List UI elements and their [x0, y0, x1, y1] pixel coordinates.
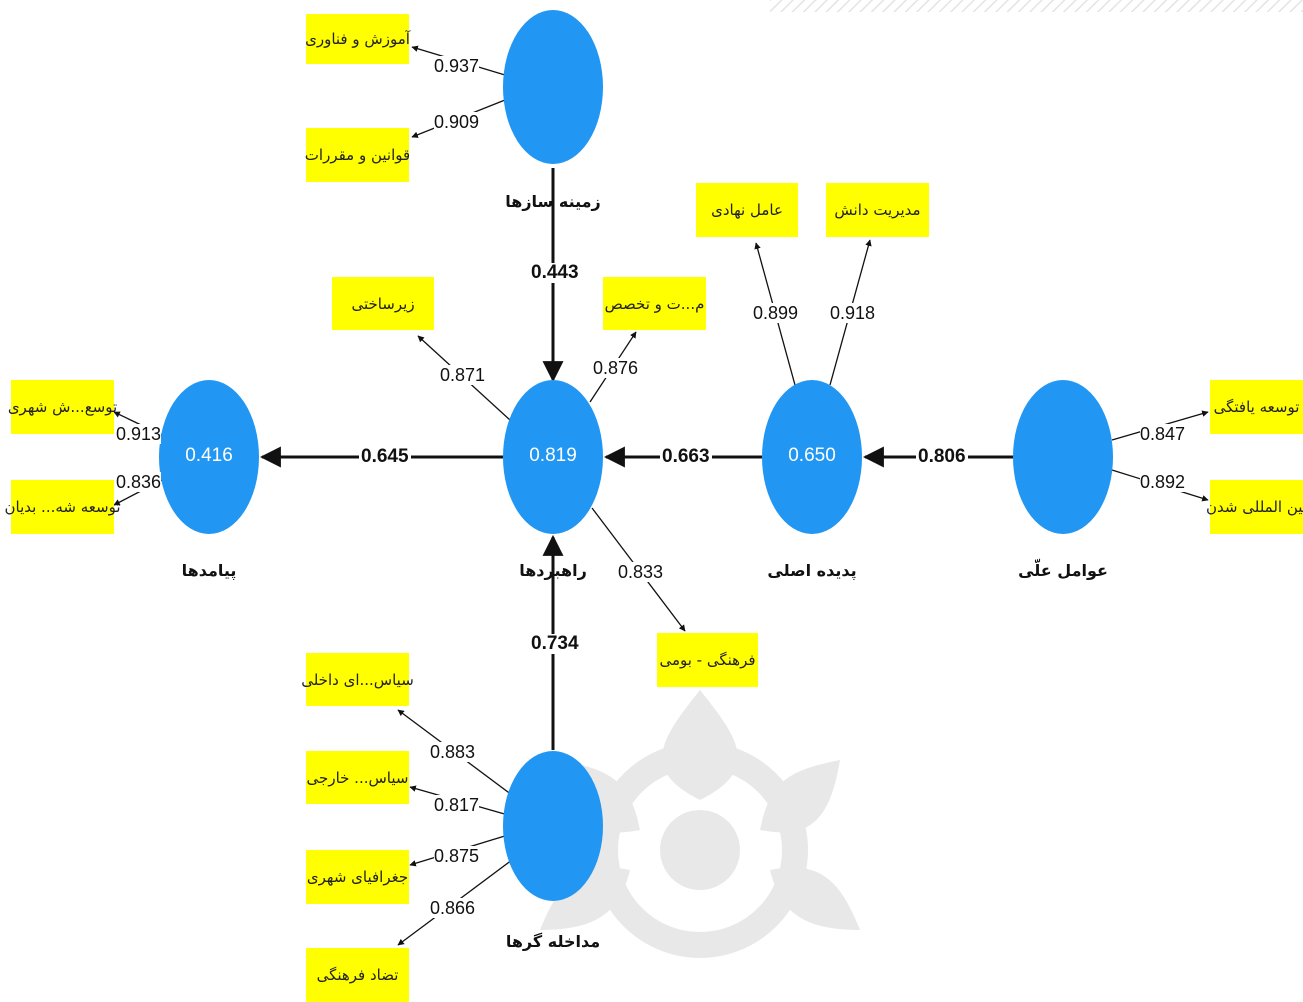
indicator-i10: بین المللی شدن	[1206, 480, 1303, 534]
r2-padideh: 0.650	[788, 445, 836, 466]
construct-circle-elli	[1013, 380, 1113, 534]
loading-i6: 0.918	[830, 303, 876, 323]
r2-payamad: 0.416	[185, 445, 233, 466]
construct-circle-zamineh	[503, 10, 603, 164]
construct-label-elli: عوامل علّی	[1018, 561, 1108, 580]
indicator-i2: قوانین و مقررات	[305, 128, 410, 182]
loading-i13: 0.817	[434, 795, 480, 815]
r2-rahbord: 0.819	[529, 445, 577, 466]
construct-circle-padideh	[762, 380, 862, 534]
loading-i7: 0.913	[116, 424, 162, 444]
loading-i10: 0.892	[1140, 472, 1186, 492]
indicator-i1: آموزش و فناوری	[305, 14, 410, 64]
loading-i9: 0.847	[1140, 424, 1186, 444]
indicator-i11: فرهنگی - بومی	[657, 633, 758, 687]
construct-label-zamineh: زمینه سازها	[505, 192, 601, 211]
path-coef-padideh-rahbord: 0.663	[660, 446, 712, 467]
indicator-i12: سیاس...ای داخلی	[301, 653, 414, 706]
indicator-i3: زیرساختی	[332, 277, 434, 330]
loading-i14: 0.875	[434, 846, 480, 866]
construct-label-rahbord: راهبردها	[519, 561, 587, 580]
indicator-i6: مدیریت دانش	[826, 183, 929, 237]
hatched-banner	[770, 0, 1303, 12]
path-coef-rahbord-payamad: 0.645	[359, 446, 411, 467]
loading-i8: 0.836	[116, 472, 162, 492]
indicator-i14: جغرافیای شهری	[306, 850, 409, 904]
loading-i11: 0.833	[618, 562, 664, 582]
indicator-i8: توسعه شه... بدیان	[4, 480, 121, 534]
path-coef-elli-padideh: 0.806	[916, 446, 968, 467]
path-coef-modakhele-rahbord: 0.734	[529, 633, 581, 654]
indicator-i5: عامل نهادی	[696, 183, 798, 237]
construct-label-modakhele: مداخله گرها	[505, 932, 601, 951]
indicator-i9: توسعه یافتگی	[1210, 380, 1303, 434]
loading-i1: 0.937	[434, 56, 480, 76]
loading-i4: 0.876	[593, 358, 639, 378]
construct-circle-modakhele	[503, 751, 603, 901]
indicator-i7: توسع...ش شهری	[8, 380, 117, 434]
indicator-i13: سیاس... خارجی	[306, 751, 409, 804]
watermark-logo	[540, 690, 860, 958]
construct-label-padideh: پدیده اصلی	[767, 561, 857, 580]
loading-i12: 0.883	[430, 742, 476, 762]
loading-i2: 0.909	[434, 112, 480, 132]
indicator-i4: م...ت و تخصص	[603, 277, 706, 330]
constructs	[159, 10, 1113, 901]
loading-i5: 0.899	[753, 303, 799, 323]
indicator-i15: تضاد فرهنگی	[306, 948, 409, 1002]
construct-circle-payamad	[159, 380, 259, 534]
path-coef-zamineh-rahbord: 0.443	[529, 262, 581, 283]
construct-circle-rahbord	[503, 380, 603, 534]
loading-i15: 0.866	[430, 898, 476, 918]
construct-label-payamad: پیامدها	[181, 561, 237, 580]
loading-i3: 0.871	[440, 365, 486, 385]
